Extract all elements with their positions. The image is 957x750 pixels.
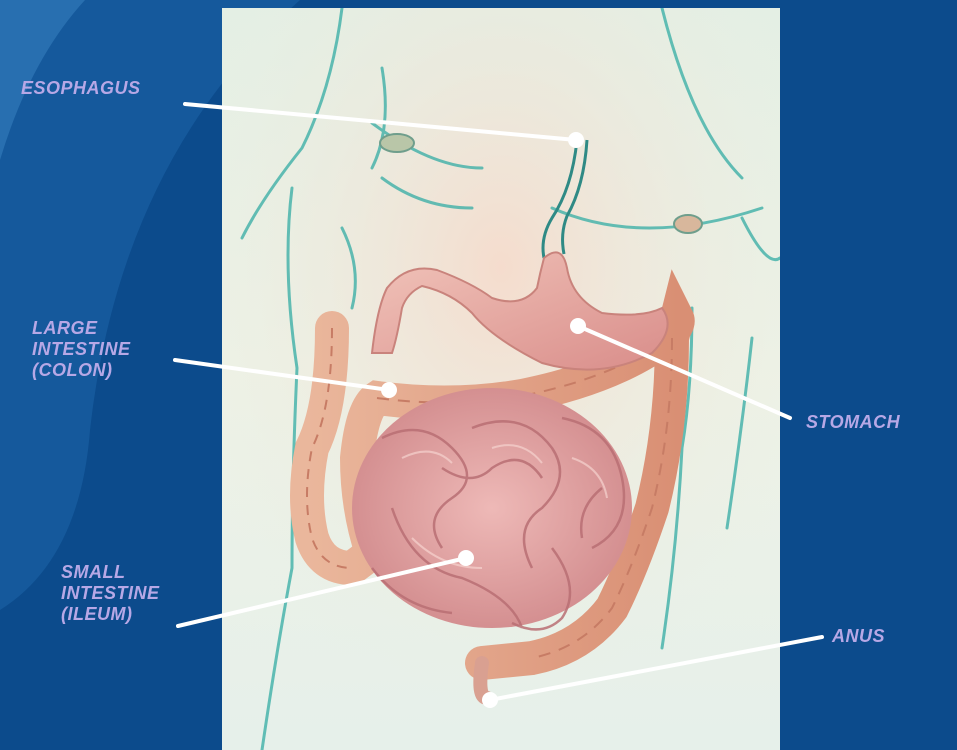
large-intestine-label: LARGE INTESTINE (COLON) xyxy=(32,318,131,381)
stomach-label: STOMACH xyxy=(806,412,900,433)
anus-label: ANUS xyxy=(832,626,885,647)
esophagus-label: ESOPHAGUS xyxy=(21,78,141,99)
digestive-system-illustration xyxy=(222,8,780,750)
small-intestine-label: SMALL INTESTINE (ILEUM) xyxy=(61,562,160,625)
